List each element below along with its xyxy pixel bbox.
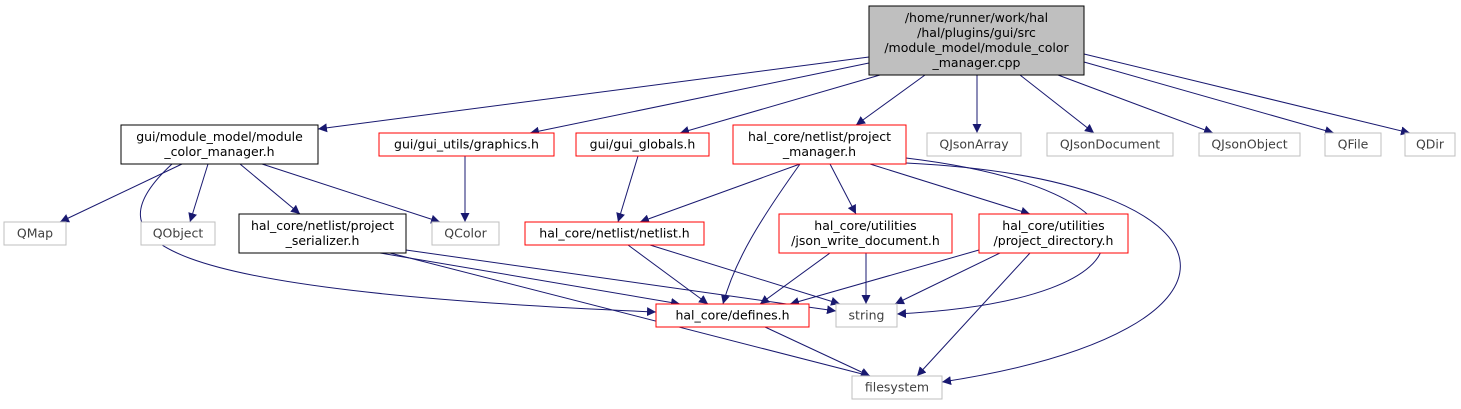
node-label-module-color-manager-h-line-2: _color_manager.h	[163, 144, 274, 159]
edge-root-to-qjsonobject	[1057, 74, 1214, 135]
edge-module-color-manager-h-to-defines-h	[140, 163, 657, 317]
edge-module-color-manager-h-to-qcolor	[261, 163, 441, 224]
node-box-project-directory-h	[978, 213, 1129, 254]
edge-project-manager-h-to-defines-h	[721, 163, 801, 305]
edge-project-directory-h-to-string	[894, 252, 1001, 305]
node-box-project-manager-h	[732, 124, 907, 165]
node-graphics-h[interactable]: gui/gui_utils/graphics.h	[378, 132, 555, 157]
node-label-qdir: QDir	[1416, 137, 1445, 152]
node-label-filesystem: filesystem	[865, 380, 929, 395]
node-box-qjsondocument	[1046, 132, 1174, 157]
node-label-project-directory-h-line-1: hal_core/utilities	[1002, 218, 1104, 233]
node-module-color-manager-h[interactable]: gui/module_model/module_color_manager.h	[120, 124, 319, 165]
node-label-root-line-3: /module_model/module_color	[884, 40, 1069, 55]
node-layer: /home/runner/work/hal/hal/plugins/gui/sr…	[3, 5, 1456, 400]
node-label-graphics-h: gui/gui_utils/graphics.h	[394, 137, 539, 152]
node-qjsondocument: QJsonDocument	[1046, 132, 1174, 157]
node-label-gui-globals-h: gui/gui_globals.h	[590, 137, 696, 152]
edge-netlist-h-to-defines-h	[627, 244, 709, 305]
edge-json-write-document-h-to-defines-h	[759, 252, 831, 305]
edge-project-manager-h-to-filesystem	[905, 162, 1181, 386]
node-box-module-color-manager-h	[120, 124, 319, 165]
node-label-json-write-document-h-line-1: hal_core/utilities	[814, 218, 916, 233]
node-qcolor: QColor	[431, 221, 500, 246]
edge-root-to-graphics-h	[529, 62, 870, 136]
edge-root-to-qjsondocument	[1019, 74, 1095, 134]
node-label-qjsondocument: QJsonDocument	[1060, 137, 1160, 152]
node-box-gui-globals-h	[575, 132, 710, 157]
edge-defines-h-to-filesystem	[764, 326, 871, 377]
node-qobject: QObject	[140, 221, 216, 246]
node-box-project-serializer-h	[238, 213, 407, 254]
node-box-netlist-h	[524, 221, 705, 246]
node-label-project-serializer-h-line-2: _serializer.h	[285, 233, 360, 248]
node-json-write-document-h[interactable]: hal_core/utilities/json_write_document.h	[778, 213, 953, 254]
edge-root-to-qfile	[1083, 61, 1335, 135]
node-qjsonarray: QJsonArray	[926, 132, 1022, 157]
node-label-qjsonarray: QJsonArray	[939, 137, 1009, 152]
node-label-netlist-h: hal_core/netlist/netlist.h	[539, 226, 689, 241]
node-box-qcolor	[431, 221, 500, 246]
node-label-qcolor: QColor	[444, 226, 487, 241]
node-qmap: QMap	[3, 221, 67, 246]
node-label-qmap: QMap	[17, 226, 53, 241]
node-box-qfile	[1324, 132, 1382, 157]
node-project-serializer-h[interactable]: hal_core/netlist/project_serializer.h	[238, 213, 407, 254]
node-box-graphics-h	[378, 132, 555, 157]
node-box-qjsonobject	[1198, 132, 1301, 157]
node-qjsonobject: QJsonObject	[1198, 132, 1301, 157]
edge-module-color-manager-h-to-qobject	[188, 163, 209, 223]
edge-module-color-manager-h-to-project-serializer-h	[239, 163, 301, 215]
node-box-string	[835, 303, 898, 328]
node-box-json-write-document-h	[778, 213, 953, 254]
node-box-qdir	[1404, 132, 1456, 157]
edge-gui-globals-h-to-netlist-h	[616, 155, 639, 223]
edge-project-manager-h-to-project-directory-h	[869, 163, 1031, 216]
edge-project-manager-h-to-netlist-h	[639, 163, 801, 224]
node-string: string	[835, 303, 898, 328]
edge-layer	[59, 53, 1411, 386]
node-label-project-directory-h-line-2: /project_directory.h	[994, 233, 1114, 248]
node-label-root-line-2: /hal/plugins/gui/src	[917, 25, 1036, 40]
edge-netlist-h-to-string	[649, 244, 841, 306]
node-label-project-manager-h-line-1: hal_core/netlist/project	[748, 129, 891, 144]
edge-project-serializer-h-to-defines-h	[379, 252, 681, 307]
node-box-qmap	[3, 221, 67, 246]
node-label-root-line-1: /home/runner/work/hal	[905, 10, 1048, 25]
node-qdir: QDir	[1404, 132, 1456, 157]
node-project-manager-h[interactable]: hal_core/netlist/project_manager.h	[732, 124, 907, 165]
edge-root-to-gui-globals-h	[679, 74, 881, 135]
edge-root-to-module-color-manager-h	[317, 56, 870, 133]
node-filesystem: filesystem	[851, 375, 943, 400]
node-label-project-manager-h-line-2: _manager.h	[782, 144, 856, 159]
node-root[interactable]: /home/runner/work/hal/hal/plugins/gui/sr…	[868, 5, 1085, 76]
edge-project-manager-h-to-json-write-document-h	[829, 163, 857, 215]
node-label-root-line-4: _manager.cpp	[931, 55, 1020, 70]
node-label-string: string	[849, 308, 885, 323]
edge-project-directory-h-to-filesystem	[916, 252, 1031, 377]
node-netlist-h[interactable]: hal_core/netlist/netlist.h	[524, 221, 705, 246]
node-label-defines-h: hal_core/defines.h	[675, 308, 789, 323]
node-box-qjsonarray	[926, 132, 1022, 157]
node-label-qfile: QFile	[1338, 137, 1369, 152]
node-qfile: QFile	[1324, 132, 1382, 157]
node-box-filesystem	[851, 375, 943, 400]
edge-root-to-qdir	[1083, 53, 1411, 136]
node-label-qjsonobject: QJsonObject	[1211, 137, 1287, 152]
node-box-defines-h	[655, 303, 810, 328]
edge-project-directory-h-to-defines-h	[789, 249, 980, 306]
edge-root-to-project-manager-h	[855, 74, 926, 126]
node-defines-h[interactable]: hal_core/defines.h	[655, 303, 810, 328]
node-project-directory-h[interactable]: hal_core/utilities/project_directory.h	[978, 213, 1129, 254]
edge-project-serializer-h-to-filesystem	[389, 252, 871, 379]
node-label-module-color-manager-h-line-1: gui/module_model/module	[136, 129, 303, 144]
node-label-qobject: QObject	[153, 226, 204, 241]
node-box-qobject	[140, 221, 216, 246]
node-label-project-serializer-h-line-1: hal_core/netlist/project	[251, 218, 394, 233]
node-box-root	[868, 5, 1085, 76]
node-gui-globals-h[interactable]: gui/gui_globals.h	[575, 132, 710, 157]
node-label-json-write-document-h-line-2: /json_write_document.h	[791, 233, 940, 248]
